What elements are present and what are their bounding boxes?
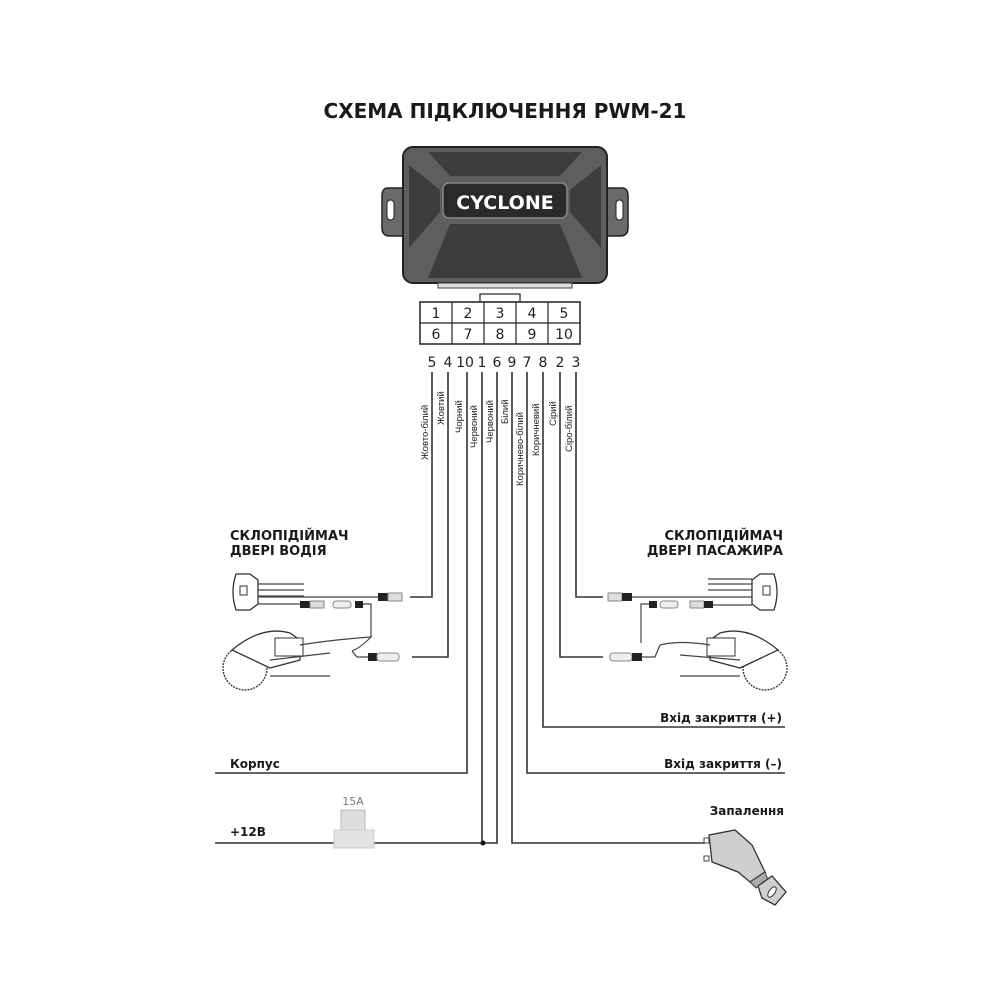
wire-10 <box>215 372 468 774</box>
wire-color: Сіро-білий <box>564 406 575 452</box>
pin-cell: 5 <box>560 306 569 322</box>
window-switch-icon <box>232 573 378 611</box>
wire-pin: 4 <box>444 355 453 371</box>
wire-color: Коричнево-білий <box>515 412 526 486</box>
driver-title-2: ДВЕРІ ВОДІЯ <box>230 544 327 559</box>
lock-plus-label: Вхід закриття (+) <box>660 711 782 725</box>
ignition-switch-icon <box>703 829 787 906</box>
pin-cell: 1 <box>432 306 441 322</box>
cyclone-module: CYCLONE <box>381 146 629 289</box>
pin-cell: 10 <box>555 327 573 343</box>
wire-6 <box>215 372 498 844</box>
wire-2 <box>559 372 603 658</box>
wire-color-labels: Жовто-білий Жовтий Чорний Червоний Черво… <box>420 391 575 486</box>
pin-cell: 8 <box>496 327 505 343</box>
driver-title-1: СКЛОПІДІЙМАЧ <box>230 528 349 544</box>
wire-pin: 9 <box>508 355 517 371</box>
wire-5 <box>410 372 433 598</box>
wire-color: Жовтий <box>436 391 447 425</box>
passenger-title-2: ДВЕРІ ПАСАЖИРА <box>647 544 783 559</box>
pin-cell: 4 <box>528 306 537 322</box>
wire-pin: 10 <box>456 355 474 371</box>
wire-9 <box>511 372 705 844</box>
wire-pin: 1 <box>478 355 487 371</box>
lock-minus-label: Вхід закриття (–) <box>664 757 782 771</box>
window-motor-icon <box>222 630 373 691</box>
wire-4 <box>412 372 449 658</box>
wire-color: Жовто-білий <box>420 405 431 460</box>
ground-label: Корпус <box>230 757 280 771</box>
fuse-rating: 15А <box>342 795 364 808</box>
wire-pin: 3 <box>572 355 581 371</box>
diagram-title: СХЕМА ПІДКЛЮЧЕННЯ PWM-21 <box>324 99 687 123</box>
wire-pin: 5 <box>428 355 437 371</box>
plug-connector-icon <box>300 592 403 662</box>
wire-pin-numbers: 5 4 10 1 6 9 7 8 2 3 <box>428 355 581 371</box>
pin-cell: 9 <box>528 327 537 343</box>
wire-pin: 2 <box>556 355 565 371</box>
plug-connector-icon <box>607 592 713 662</box>
window-switch-icon <box>632 573 778 611</box>
wire-color: Білий <box>500 399 511 424</box>
wire-color: Сірий <box>548 401 559 426</box>
driver-window-lifter: СКЛОПІДІЙМАЧ ДВЕРІ ВОДІЯ <box>222 528 403 691</box>
pin-cell: 6 <box>432 327 441 343</box>
ignition-label: Запалення <box>710 804 784 818</box>
fuse-icon: 15А <box>333 795 375 849</box>
passenger-window-lifter: СКЛОПІДІЙМАЧ ДВЕРІ ПАСАЖИРА <box>607 528 788 691</box>
wire-color: Коричневий <box>531 403 542 456</box>
wires <box>215 372 785 846</box>
passenger-title-1: СКЛОПІДІЙМАЧ <box>664 528 783 544</box>
pin-cell: 7 <box>464 327 473 343</box>
wire-3 <box>575 372 603 598</box>
wire-pin: 8 <box>539 355 548 371</box>
pin-cell: 3 <box>496 306 505 322</box>
wire-7 <box>526 372 785 774</box>
wire-color: Червоний <box>485 400 496 443</box>
wire-color: Чорний <box>454 400 465 433</box>
window-motor-icon <box>659 630 788 691</box>
junction-dot <box>480 840 486 846</box>
wire-pin: 6 <box>493 355 502 371</box>
pin-cell: 2 <box>464 306 473 322</box>
logo-text: CYCLONE <box>456 192 553 214</box>
connector-pinout: 1 2 3 4 5 6 7 8 9 10 <box>419 293 581 345</box>
wire-color: Червоний <box>469 405 480 448</box>
power-label: +12В <box>230 825 266 839</box>
wire-pin: 7 <box>523 355 532 371</box>
wire-8 <box>542 372 785 728</box>
